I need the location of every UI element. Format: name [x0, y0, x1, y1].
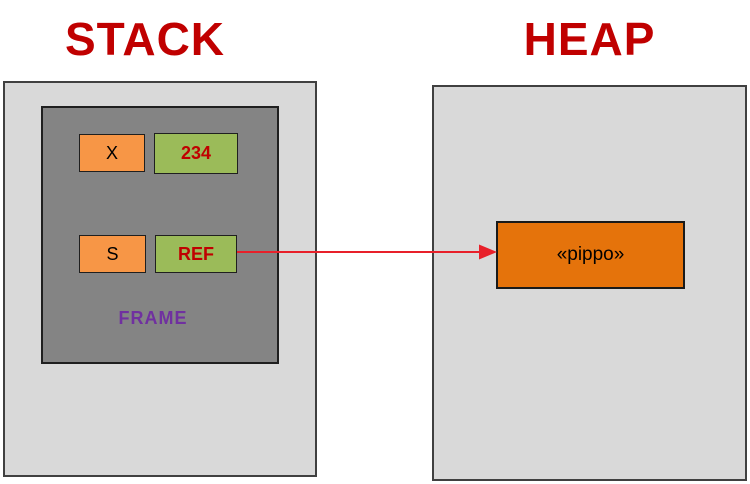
heap-object-box: «pippo» [496, 221, 685, 289]
frame-label: FRAME [118, 308, 188, 328]
heap-title: HEAP [523, 13, 656, 65]
stack-region: X 234 S REF FRAME [3, 81, 317, 477]
variable-value-box-234: 234 [154, 133, 238, 174]
frame-container: X 234 S REF FRAME [41, 106, 279, 364]
variable-name-box-s: S [79, 235, 146, 273]
variable-name-box-x: X [79, 134, 145, 172]
variable-value-box-ref: REF [155, 235, 237, 273]
stack-title: STACK [64, 13, 226, 65]
heap-region: «pippo» [432, 85, 747, 481]
